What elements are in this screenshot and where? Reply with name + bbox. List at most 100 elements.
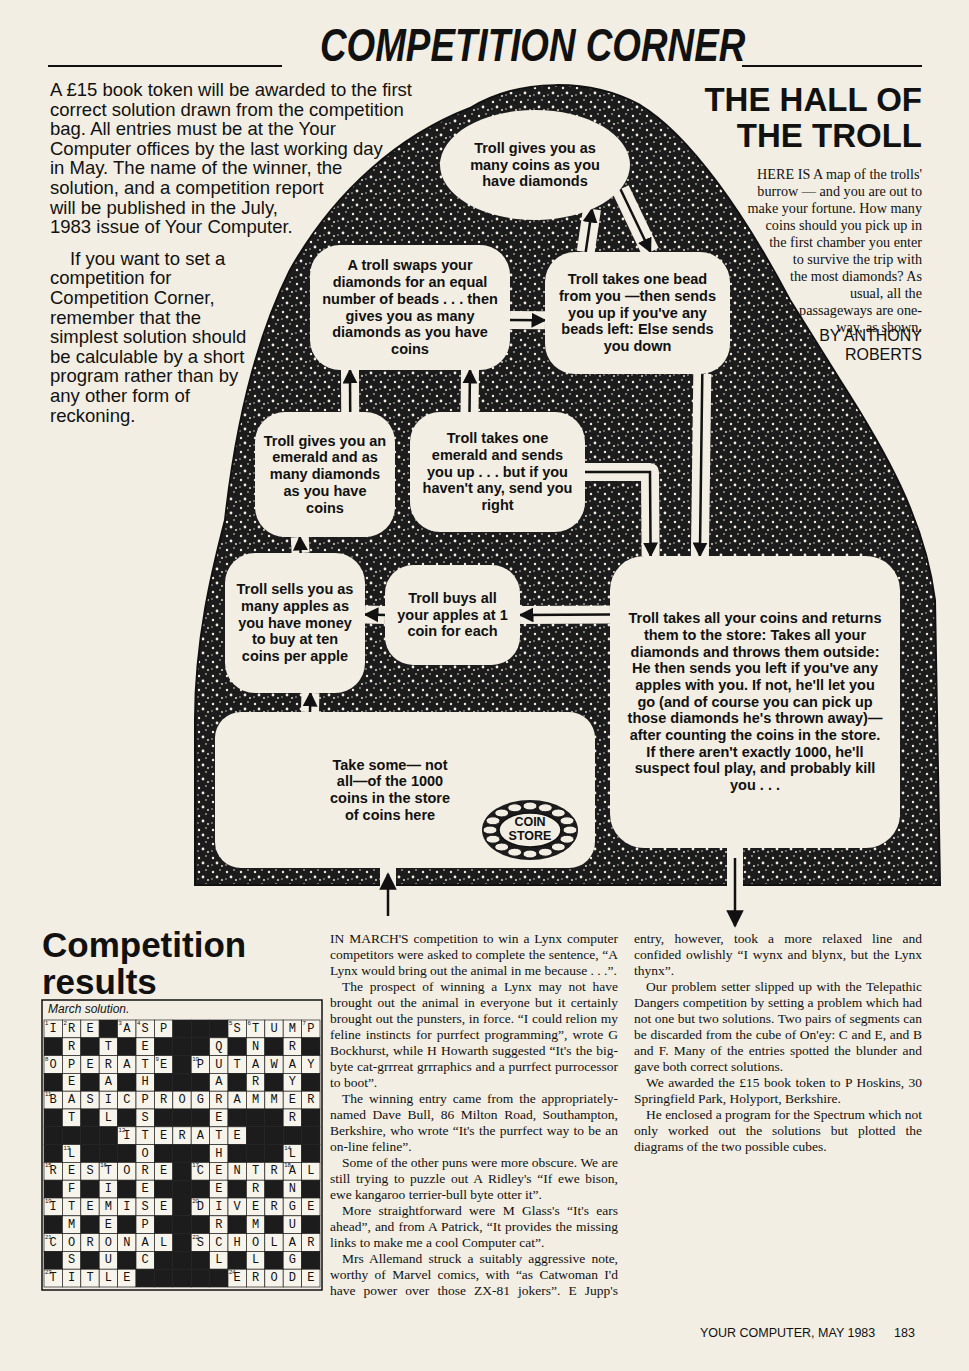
article-paragraph: Some of the other puns were more obscure… [330, 1155, 618, 1203]
clue-number: 17 [192, 1162, 199, 1169]
page-number: 183 [894, 1326, 915, 1341]
chamber-text: Troll takes one bead from you —then send… [557, 271, 718, 354]
coin [495, 843, 509, 851]
passage-arrow [309, 693, 312, 712]
coin [486, 835, 500, 843]
header-rule [48, 65, 282, 67]
passageway [520, 605, 610, 624]
chamber-text: Troll takes one emerald and sends you up… [418, 430, 577, 513]
clue-number: 22 [192, 1234, 199, 1241]
chamber-text: Troll sells you as many apples as you ha… [233, 581, 357, 664]
coin [538, 804, 552, 812]
crossword-row: ITEMISE DIVERGE [44, 1199, 326, 1217]
byline: BY ANTHONY ROBERTS [805, 326, 922, 364]
coin-pile-base [482, 800, 578, 860]
exit-arrow [734, 858, 737, 926]
coin-store-label: COIN STORE [502, 815, 558, 844]
chamber-text: Troll gives you as many coins as you hav… [466, 140, 604, 190]
chamber-text: Troll takes all your coins and returns t… [626, 610, 884, 793]
clue-number: 7 [303, 1020, 306, 1027]
passageway [700, 374, 702, 556]
coin-store: COIN STORE [480, 790, 580, 862]
coin [508, 804, 522, 812]
coin-store-floor [499, 813, 561, 847]
article-paragraph: IN MARCH'S competition to win a Lynx com… [330, 931, 618, 979]
footer-text: YOUR COMPUTER, MAY 1983 [700, 1326, 875, 1341]
troll-chamber: Take some— not all—of the 1000 coins in … [215, 712, 595, 868]
chamber-text: A troll swaps your diamonds for an equal… [322, 257, 498, 357]
coin [486, 817, 500, 825]
intro-text: A £15 book token will be awarded to the … [50, 80, 450, 425]
header-rule [742, 65, 922, 67]
coin [560, 817, 574, 825]
coin [551, 809, 565, 817]
puzzle-description: HERE IS A map of the trolls' burrow — an… [678, 166, 922, 336]
crossword-row: S U C L L G [44, 1252, 326, 1270]
clue-number: 6 [247, 1020, 250, 1027]
clue-number: 2 [63, 1020, 66, 1027]
crossword-row: F I E E R N [44, 1181, 326, 1199]
page-heading: COMPETITION CORNER [320, 18, 704, 72]
crossword-row: OPERATE PUTAWAY [44, 1057, 326, 1075]
passageway [585, 472, 651, 556]
troll-chamber: Troll sells you as many apples as you ha… [225, 553, 365, 693]
troll-burrow-rock [195, 85, 940, 885]
clue-number: 20 [192, 1198, 199, 1205]
clue-number: 3 [119, 1020, 122, 1027]
passageway [301, 693, 319, 712]
clue-number: 9 [155, 1056, 158, 1063]
coin [551, 843, 565, 851]
crossword-row: E A H A R Y [44, 1074, 326, 1092]
coin [523, 850, 537, 858]
chamber-text: Troll buys all your apples at 1 coin for… [393, 590, 512, 640]
troll-chamber: Troll buys all your apples at 1 coin for… [385, 565, 520, 665]
clue-number: 8 [45, 1056, 48, 1063]
clue-number: 19 [45, 1198, 52, 1205]
entrance-arrow [387, 874, 390, 916]
crossword-row: ITERATE [44, 1128, 326, 1146]
clue-number: 15 [45, 1162, 52, 1169]
crossword-row: L O H L [44, 1146, 326, 1164]
clue-number: 10 [192, 1056, 199, 1063]
clue-number: 13 [63, 1145, 70, 1152]
clue-number: 1 [45, 1020, 48, 1027]
clue-number: 23 [45, 1269, 52, 1276]
clue-number: 21 [45, 1234, 52, 1241]
chamber-text: Troll gives you an emerald and as many d… [263, 433, 387, 516]
intro-paragraph: If you want to set a competition for Com… [50, 249, 450, 425]
puzzle-title: THE HALL OF THE TROLL [657, 82, 922, 154]
passage-arrow [365, 613, 385, 616]
passage-arrow [586, 209, 592, 252]
results-article: IN MARCH'S competition to win a Lynx com… [330, 931, 922, 1313]
coin [508, 848, 522, 856]
results-heading: Competition results [42, 926, 322, 1000]
coin [483, 826, 497, 834]
passage-arrow [520, 613, 610, 616]
passageway [291, 537, 310, 553]
troll-chamber: Troll takes one emerald and sends you up… [410, 412, 585, 532]
intro-paragraph: A £15 book token will be awarded to the … [50, 80, 450, 237]
troll-chamber: Troll takes all your coins and returns t… [610, 556, 900, 848]
chamber-text: Take some— not all—of the 1000 coins in … [325, 757, 455, 824]
passageway [461, 370, 480, 412]
crossword-caption: March solution. [48, 1002, 129, 1017]
coin [495, 809, 509, 817]
article-paragraph: Our problem setter slipped up with the T… [634, 979, 922, 1075]
passage-arrow [349, 370, 352, 412]
troll-chamber: Troll gives you an emerald and as many d… [255, 412, 395, 537]
clue-number: 18 [284, 1162, 291, 1169]
clue-number: 14 [284, 1145, 291, 1152]
passage-arrow [585, 472, 651, 556]
troll-chamber: Troll takes one bead from you —then send… [545, 252, 730, 374]
clue-number: 11 [45, 1091, 51, 1098]
passage-arrow [468, 370, 471, 412]
clue-number: 5 [229, 1020, 232, 1027]
crossword-row: M E P R M U [44, 1217, 326, 1235]
passageway [341, 370, 359, 412]
article-paragraph: The winning entry came from the appropri… [330, 1091, 618, 1155]
passage-arrow [510, 319, 545, 322]
clue-number: 12 [119, 1127, 126, 1134]
passageway [365, 606, 385, 624]
coin [538, 848, 552, 856]
passage-arrow [700, 374, 702, 556]
